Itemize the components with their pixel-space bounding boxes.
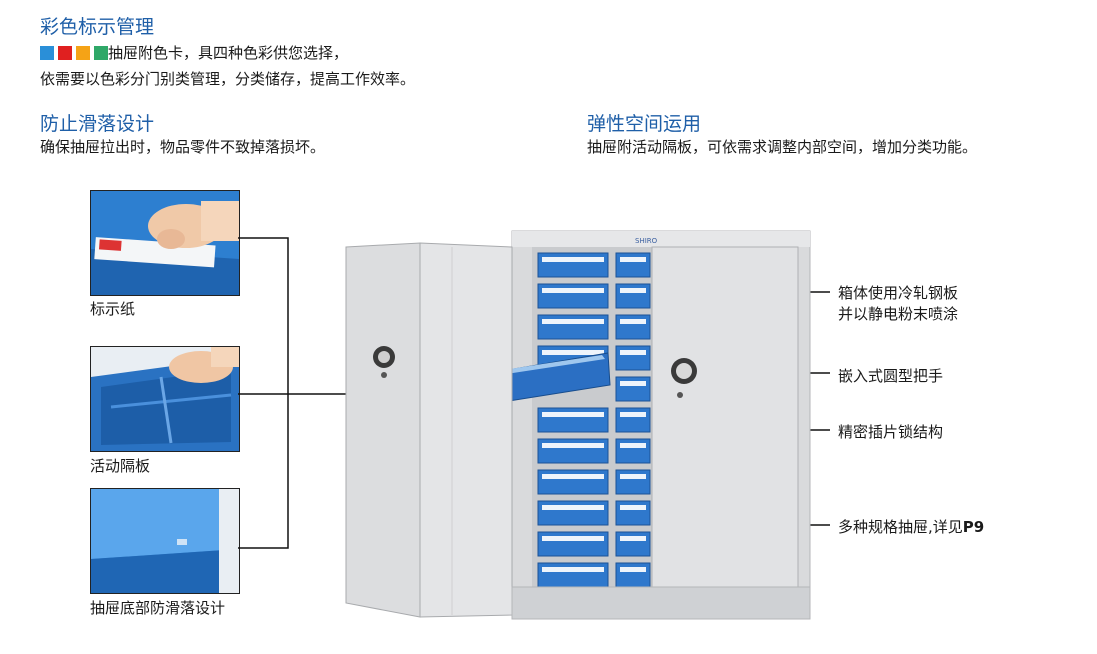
brand-label: SHIRO	[635, 237, 658, 245]
photo-label-paper	[90, 190, 240, 296]
callout-steel-line1: 箱体使用冷轧钢板	[838, 284, 959, 302]
drawer	[537, 407, 609, 433]
drawer	[537, 469, 609, 495]
photo-divider	[90, 346, 240, 452]
photo-label-2: 活动隔板	[90, 457, 151, 475]
callout-handle: 嵌入式圆型把手	[838, 367, 944, 385]
drawer-label-card	[542, 288, 604, 293]
drawer	[537, 252, 609, 278]
drawer-label-card	[620, 567, 646, 572]
drawer-label-card	[620, 350, 646, 355]
drawer-label-card	[620, 474, 646, 479]
drawer-grid	[537, 252, 651, 588]
drawer	[615, 345, 651, 371]
callout-drawers: 多种规格抽屉,详见P9	[838, 516, 984, 537]
drawer-label-card	[620, 412, 646, 417]
swatch-orange	[76, 46, 90, 60]
drawer	[537, 562, 609, 588]
drawer	[615, 469, 651, 495]
drawer	[615, 376, 651, 402]
swatch-red	[58, 46, 72, 60]
drawer	[615, 438, 651, 464]
space-desc: 抽屉附活动隔板，可依需求调整内部空间，增加分类功能。	[587, 138, 978, 156]
drawer-label-card	[542, 505, 604, 510]
color-line2: 依需要以色彩分门别类管理，分类储存，提高工作效率。	[40, 70, 416, 88]
callout-lock: 精密插片锁结构	[838, 423, 944, 441]
drawer	[537, 500, 609, 526]
drawer	[615, 283, 651, 309]
drawer-label-card	[620, 536, 646, 541]
drawer-label-card	[542, 412, 604, 417]
antislip-desc: 确保抽屉拉出时，物品零件不致掉落损坏。	[40, 138, 326, 156]
drawer-label-card	[620, 443, 646, 448]
cabinet-illustration: SHIRO	[345, 230, 811, 620]
photo-label-1: 标示纸	[90, 300, 136, 318]
drawer-label-card	[620, 505, 646, 510]
drawer	[537, 531, 609, 557]
callout-drawers-page: P9	[962, 518, 985, 536]
drawer	[615, 252, 651, 278]
drawer-label-card	[620, 288, 646, 293]
drawer	[537, 283, 609, 309]
color-line1: 抽屉附色卡，具四种色彩供您选择，	[108, 44, 349, 62]
drawer-label-card	[542, 319, 604, 324]
color-line1-row: 抽屉附色卡，具四种色彩供您选择，	[40, 42, 348, 63]
drawer-label-card	[542, 257, 604, 262]
drawer	[615, 407, 651, 433]
drawer	[537, 314, 609, 340]
drawer	[537, 438, 609, 464]
space-title: 弹性空间运用	[587, 113, 702, 135]
drawer	[615, 500, 651, 526]
drawer-label-card	[542, 474, 604, 479]
callout-steel-line2: 并以静电粉末喷涂	[838, 305, 959, 323]
swatch-blue	[40, 46, 54, 60]
color-title: 彩色标示管理	[40, 16, 155, 38]
drawer	[615, 314, 651, 340]
drawer-label-card	[620, 319, 646, 324]
drawer-label-card	[542, 350, 604, 355]
swatch-green	[94, 46, 108, 60]
drawer-label-card	[620, 257, 646, 262]
drawer-label-card	[542, 567, 604, 572]
drawer-label-card	[542, 536, 604, 541]
antislip-title: 防止滑落设计	[40, 113, 155, 135]
callout-drawers-text: 多种规格抽屉,详见	[838, 518, 963, 536]
drawer	[615, 531, 651, 557]
photo-label-3: 抽屉底部防滑落设计	[90, 599, 226, 617]
drawer	[615, 562, 651, 588]
drawer-label-card	[542, 443, 604, 448]
photo-antislip-bottom	[90, 488, 240, 594]
drawer-label-card	[620, 381, 646, 386]
